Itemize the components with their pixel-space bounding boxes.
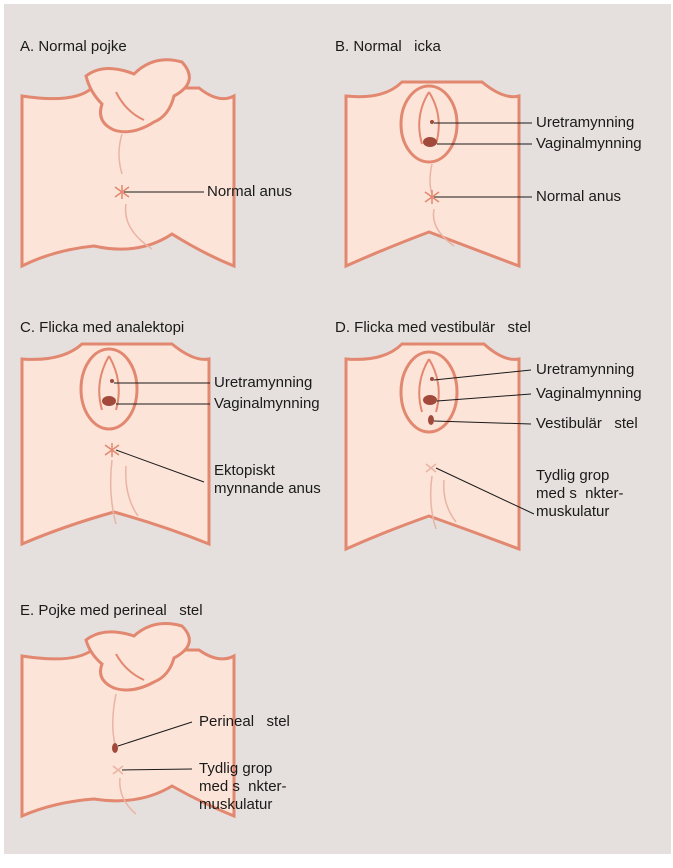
label-tydlig-grop-e: Tydlig grop med s nkter- muskulatur (199, 760, 287, 814)
label-perineal-e: Perineal stel (199, 713, 290, 731)
panel-e-drawing (4, 4, 671, 854)
figure-canvas: A. Normal pojke Normal anus B. Normal ic… (4, 4, 671, 854)
